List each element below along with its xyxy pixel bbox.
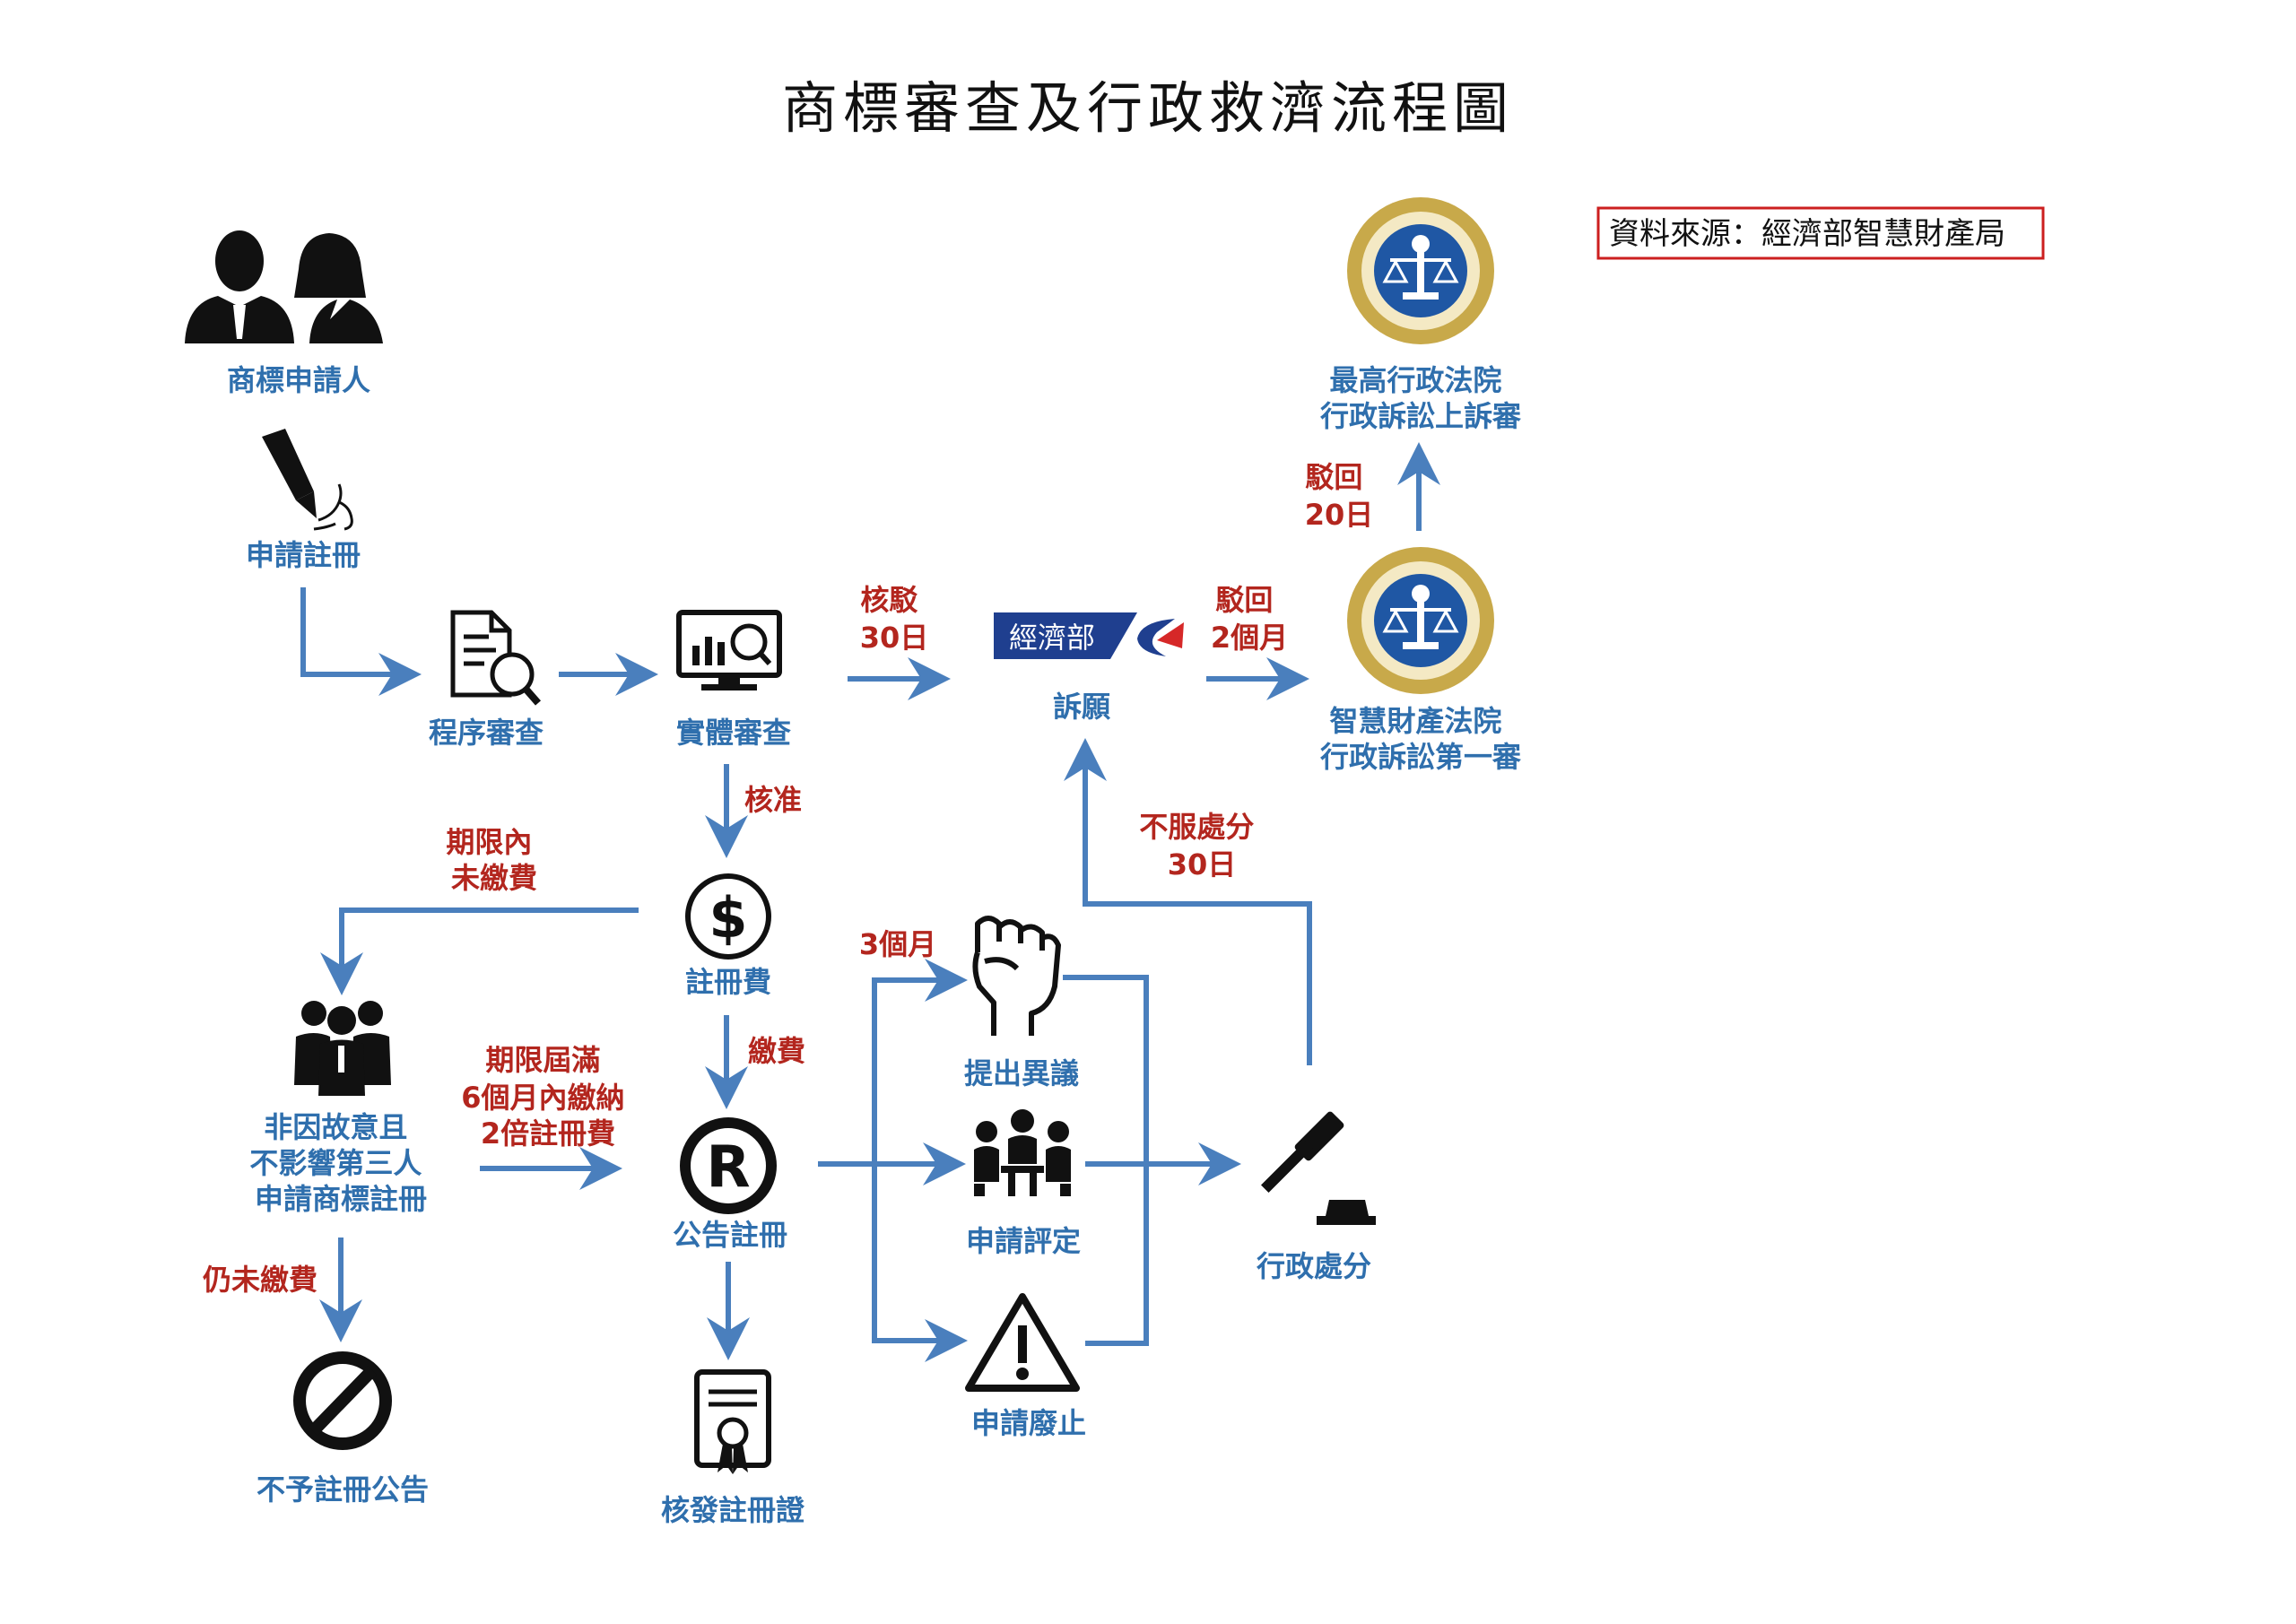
gavel-icon bbox=[1261, 1111, 1376, 1225]
monitor-chart-icon bbox=[676, 610, 782, 690]
node-formality: 程序審查 bbox=[429, 610, 544, 750]
node-label-substantive: 實體審查 bbox=[676, 716, 791, 750]
node-label-refuse: 不予註冊公告 bbox=[257, 1472, 429, 1507]
node-label-publish: 公告註冊 bbox=[673, 1218, 787, 1252]
node-fee: $ 註冊費 bbox=[685, 873, 771, 999]
node-label-revocation: 申請廢止 bbox=[971, 1406, 1086, 1440]
moea-logo-text: 經濟部 bbox=[1009, 621, 1095, 655]
edge-label-object: 不服處分 30日 bbox=[1139, 810, 1264, 881]
node-label-certificate: 核發註冊證 bbox=[661, 1493, 805, 1527]
edge-label-still-not-paid: 仍未繳費 bbox=[203, 1263, 317, 1297]
fountain-pen-icon bbox=[262, 429, 353, 531]
court-seal-icon bbox=[1347, 197, 1494, 344]
arrow-apply-to-formality bbox=[300, 587, 422, 696]
meeting-people-icon bbox=[974, 1109, 1071, 1196]
edge-label-court-rejected: 駁回 20日 bbox=[1305, 460, 1374, 532]
node-apply: 申請註冊 bbox=[246, 429, 361, 572]
svg-text:$: $ bbox=[709, 885, 747, 951]
node-opposition: 提出異議 bbox=[964, 916, 1079, 1090]
edge-label-rejected: 核駁 30日 bbox=[860, 583, 929, 655]
prohibited-icon bbox=[293, 1351, 392, 1450]
node-label-supreme: 最高行政法院 行政訴訟上訴審 bbox=[1320, 363, 1522, 433]
node-ip-court: 智慧財產法院 行政訴訟第一審 bbox=[1320, 547, 1522, 774]
warning-icon bbox=[965, 1293, 1080, 1392]
node-label-ip-court: 智慧財產法院 行政訴訟第一審 bbox=[1320, 704, 1522, 774]
source-note: 資料來源：經濟部智慧財產局 bbox=[1596, 206, 2045, 260]
edge-label-approved: 核准 bbox=[744, 783, 802, 817]
node-admin: 行政處分 bbox=[1257, 1111, 1376, 1283]
node-label-formality: 程序審查 bbox=[429, 716, 544, 750]
edge-label-appeal-rejected: 駁回 2個月 bbox=[1211, 583, 1288, 655]
node-refuse: 不予註冊公告 bbox=[257, 1351, 429, 1507]
node-label-admin: 行政處分 bbox=[1257, 1249, 1371, 1283]
node-label-opposition: 提出異議 bbox=[964, 1056, 1079, 1090]
node-invalidation: 申請評定 bbox=[966, 1109, 1081, 1258]
node-label-unintentional: 非因故意且 不影響第三人 申請商標註冊 bbox=[249, 1110, 431, 1216]
node-unintentional: 非因故意且 不影響第三人 申請商標註冊 bbox=[249, 1001, 431, 1216]
node-supreme: 最高行政法院 行政訴訟上訴審 bbox=[1320, 197, 1522, 433]
edge-label-late-pay: 期限屆滿 6個月內繳納 2倍註冊費 bbox=[461, 1043, 634, 1151]
node-label-applicant: 商標申請人 bbox=[227, 363, 370, 397]
moea-logo-icon: 經濟部 bbox=[994, 612, 1184, 659]
edge-label-not-paid: 期限內 未繳費 bbox=[446, 825, 542, 895]
node-label-fee: 註冊費 bbox=[685, 965, 771, 999]
svg-text:R: R bbox=[706, 1134, 750, 1201]
document-search-icon bbox=[450, 610, 542, 706]
node-label-appeal: 訴願 bbox=[1053, 690, 1110, 724]
dollar-icon: $ bbox=[685, 873, 771, 960]
source-text: 資料來源：經濟部智慧財產局 bbox=[1609, 216, 2005, 252]
node-label-invalidation: 申請評定 bbox=[966, 1224, 1081, 1258]
node-label-apply: 申請註冊 bbox=[246, 538, 361, 572]
node-publish: R 公告註冊 bbox=[673, 1117, 787, 1252]
node-revocation: 申請廢止 bbox=[965, 1293, 1086, 1440]
node-certificate: 核發註冊證 bbox=[661, 1369, 805, 1527]
arrow-admin-to-appeal bbox=[1064, 738, 1312, 1065]
raised-fist-icon bbox=[972, 916, 1061, 1036]
diagram-title: 商標審查及行政救濟流程圖 bbox=[782, 75, 1514, 141]
arrow-collect-from-opposition bbox=[1063, 975, 1149, 1346]
arrow-fee-to-unintentional bbox=[320, 908, 639, 995]
arrow-to-revocation bbox=[872, 1164, 968, 1362]
node-applicant: 商標申請人 bbox=[185, 230, 383, 397]
registered-icon: R bbox=[680, 1117, 777, 1214]
edge-labels: 核駁 30日 駁回 2個月 駁回 20日 核准 期限內 未繳費 繳費 期限屆滿 … bbox=[203, 460, 1373, 1297]
node-substantive: 實體審查 bbox=[676, 610, 791, 750]
edge-label-pay: 繳費 bbox=[748, 1034, 805, 1068]
man-woman-icon bbox=[185, 230, 383, 343]
certificate-icon bbox=[694, 1369, 771, 1474]
edge-label-three-months: 3個月 bbox=[859, 927, 936, 961]
node-appeal: 經濟部 訴願 bbox=[994, 612, 1184, 724]
arrow-to-opposition bbox=[872, 959, 968, 1164]
group-people-icon bbox=[294, 1001, 391, 1096]
flow-arrows bbox=[300, 442, 1440, 1362]
court-seal-icon bbox=[1347, 547, 1494, 694]
